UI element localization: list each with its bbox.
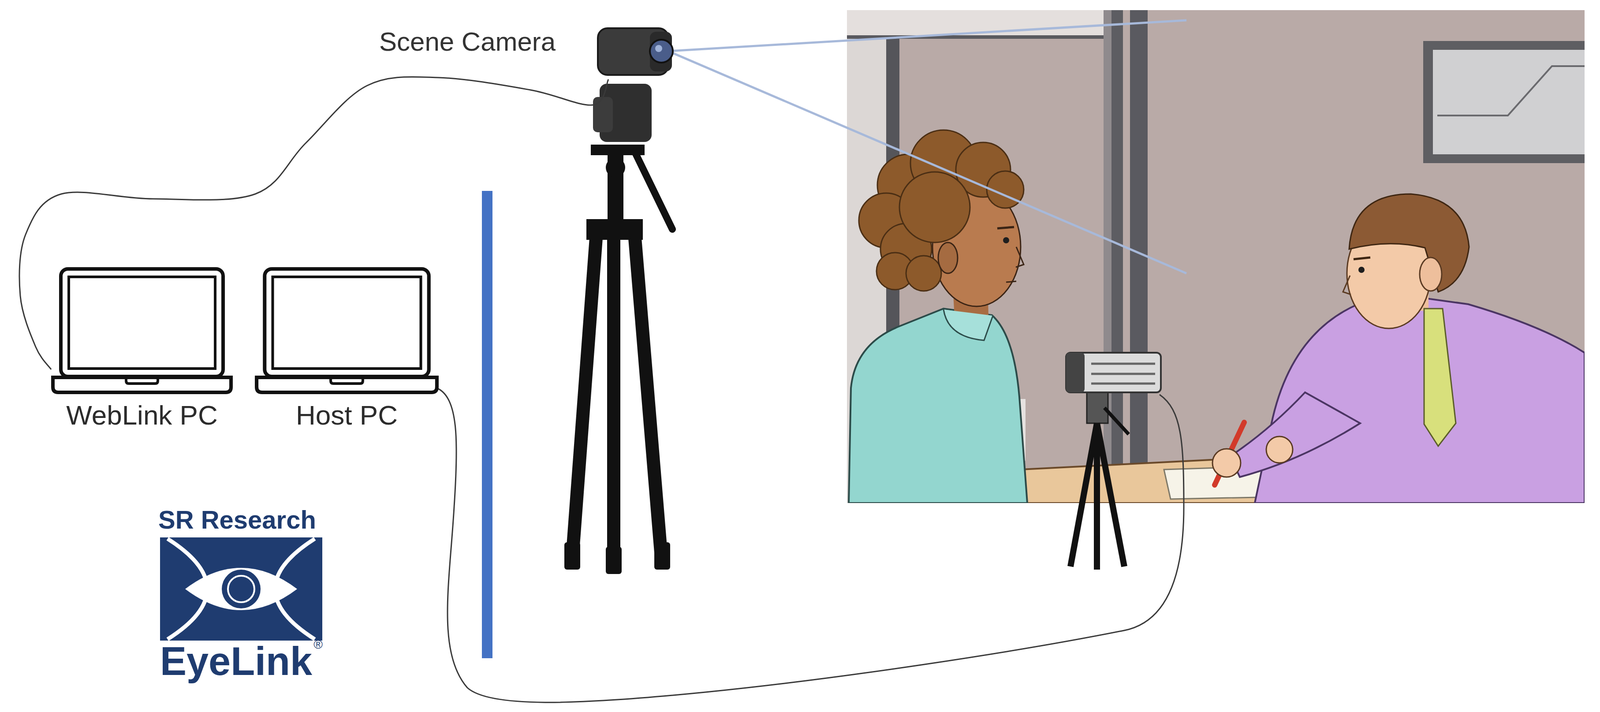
notch (126, 377, 158, 384)
laptop-icon (51, 267, 233, 396)
eye (1358, 266, 1365, 273)
screen (264, 268, 429, 377)
view-line (668, 51, 1187, 274)
nose (1342, 275, 1351, 295)
tie (1424, 308, 1456, 447)
brow (997, 227, 1015, 229)
window-post (1111, 10, 1123, 504)
base (256, 377, 437, 393)
tripod (564, 83, 673, 575)
picture-line (1437, 66, 1585, 116)
display (68, 276, 216, 369)
curly-hair (858, 130, 1024, 291)
cable (19, 76, 609, 370)
base (52, 377, 232, 393)
hair (1349, 193, 1470, 292)
laptop-icon (254, 267, 439, 396)
arm (1230, 392, 1361, 478)
notch (330, 377, 363, 384)
computer-node: Host PC (254, 267, 439, 431)
divider-bar (481, 190, 493, 659)
registered-mark: ® (313, 638, 323, 651)
scene-picture (846, 10, 1585, 504)
eye (1003, 237, 1010, 244)
logo-mark (160, 537, 323, 641)
brow (1353, 257, 1371, 260)
ear (938, 242, 958, 274)
brand-name: SR Research (158, 507, 317, 533)
lens-glint (655, 44, 663, 53)
display (272, 276, 421, 369)
mouth (1006, 281, 1017, 283)
node-label: Scene Camera (379, 26, 679, 57)
camera-icon (596, 25, 675, 78)
camera-node: Scene Camera (379, 21, 679, 80)
picture (1432, 49, 1585, 155)
cable (436, 387, 1184, 703)
nose (1015, 246, 1024, 268)
ear (1419, 257, 1442, 291)
window-post (1103, 10, 1112, 504)
hand (1212, 448, 1241, 478)
collar (943, 309, 993, 341)
node-label: WebLink PC (51, 399, 233, 431)
product-name: EyeLink (160, 641, 313, 682)
lens (649, 39, 673, 63)
shirt (848, 308, 1028, 504)
computer-node: WebLink PC (51, 267, 233, 431)
node-label: Host PC (254, 399, 439, 431)
hand (1266, 436, 1293, 463)
eye-tracker (1066, 352, 1161, 570)
view-line (668, 20, 1187, 52)
screen (60, 268, 224, 377)
